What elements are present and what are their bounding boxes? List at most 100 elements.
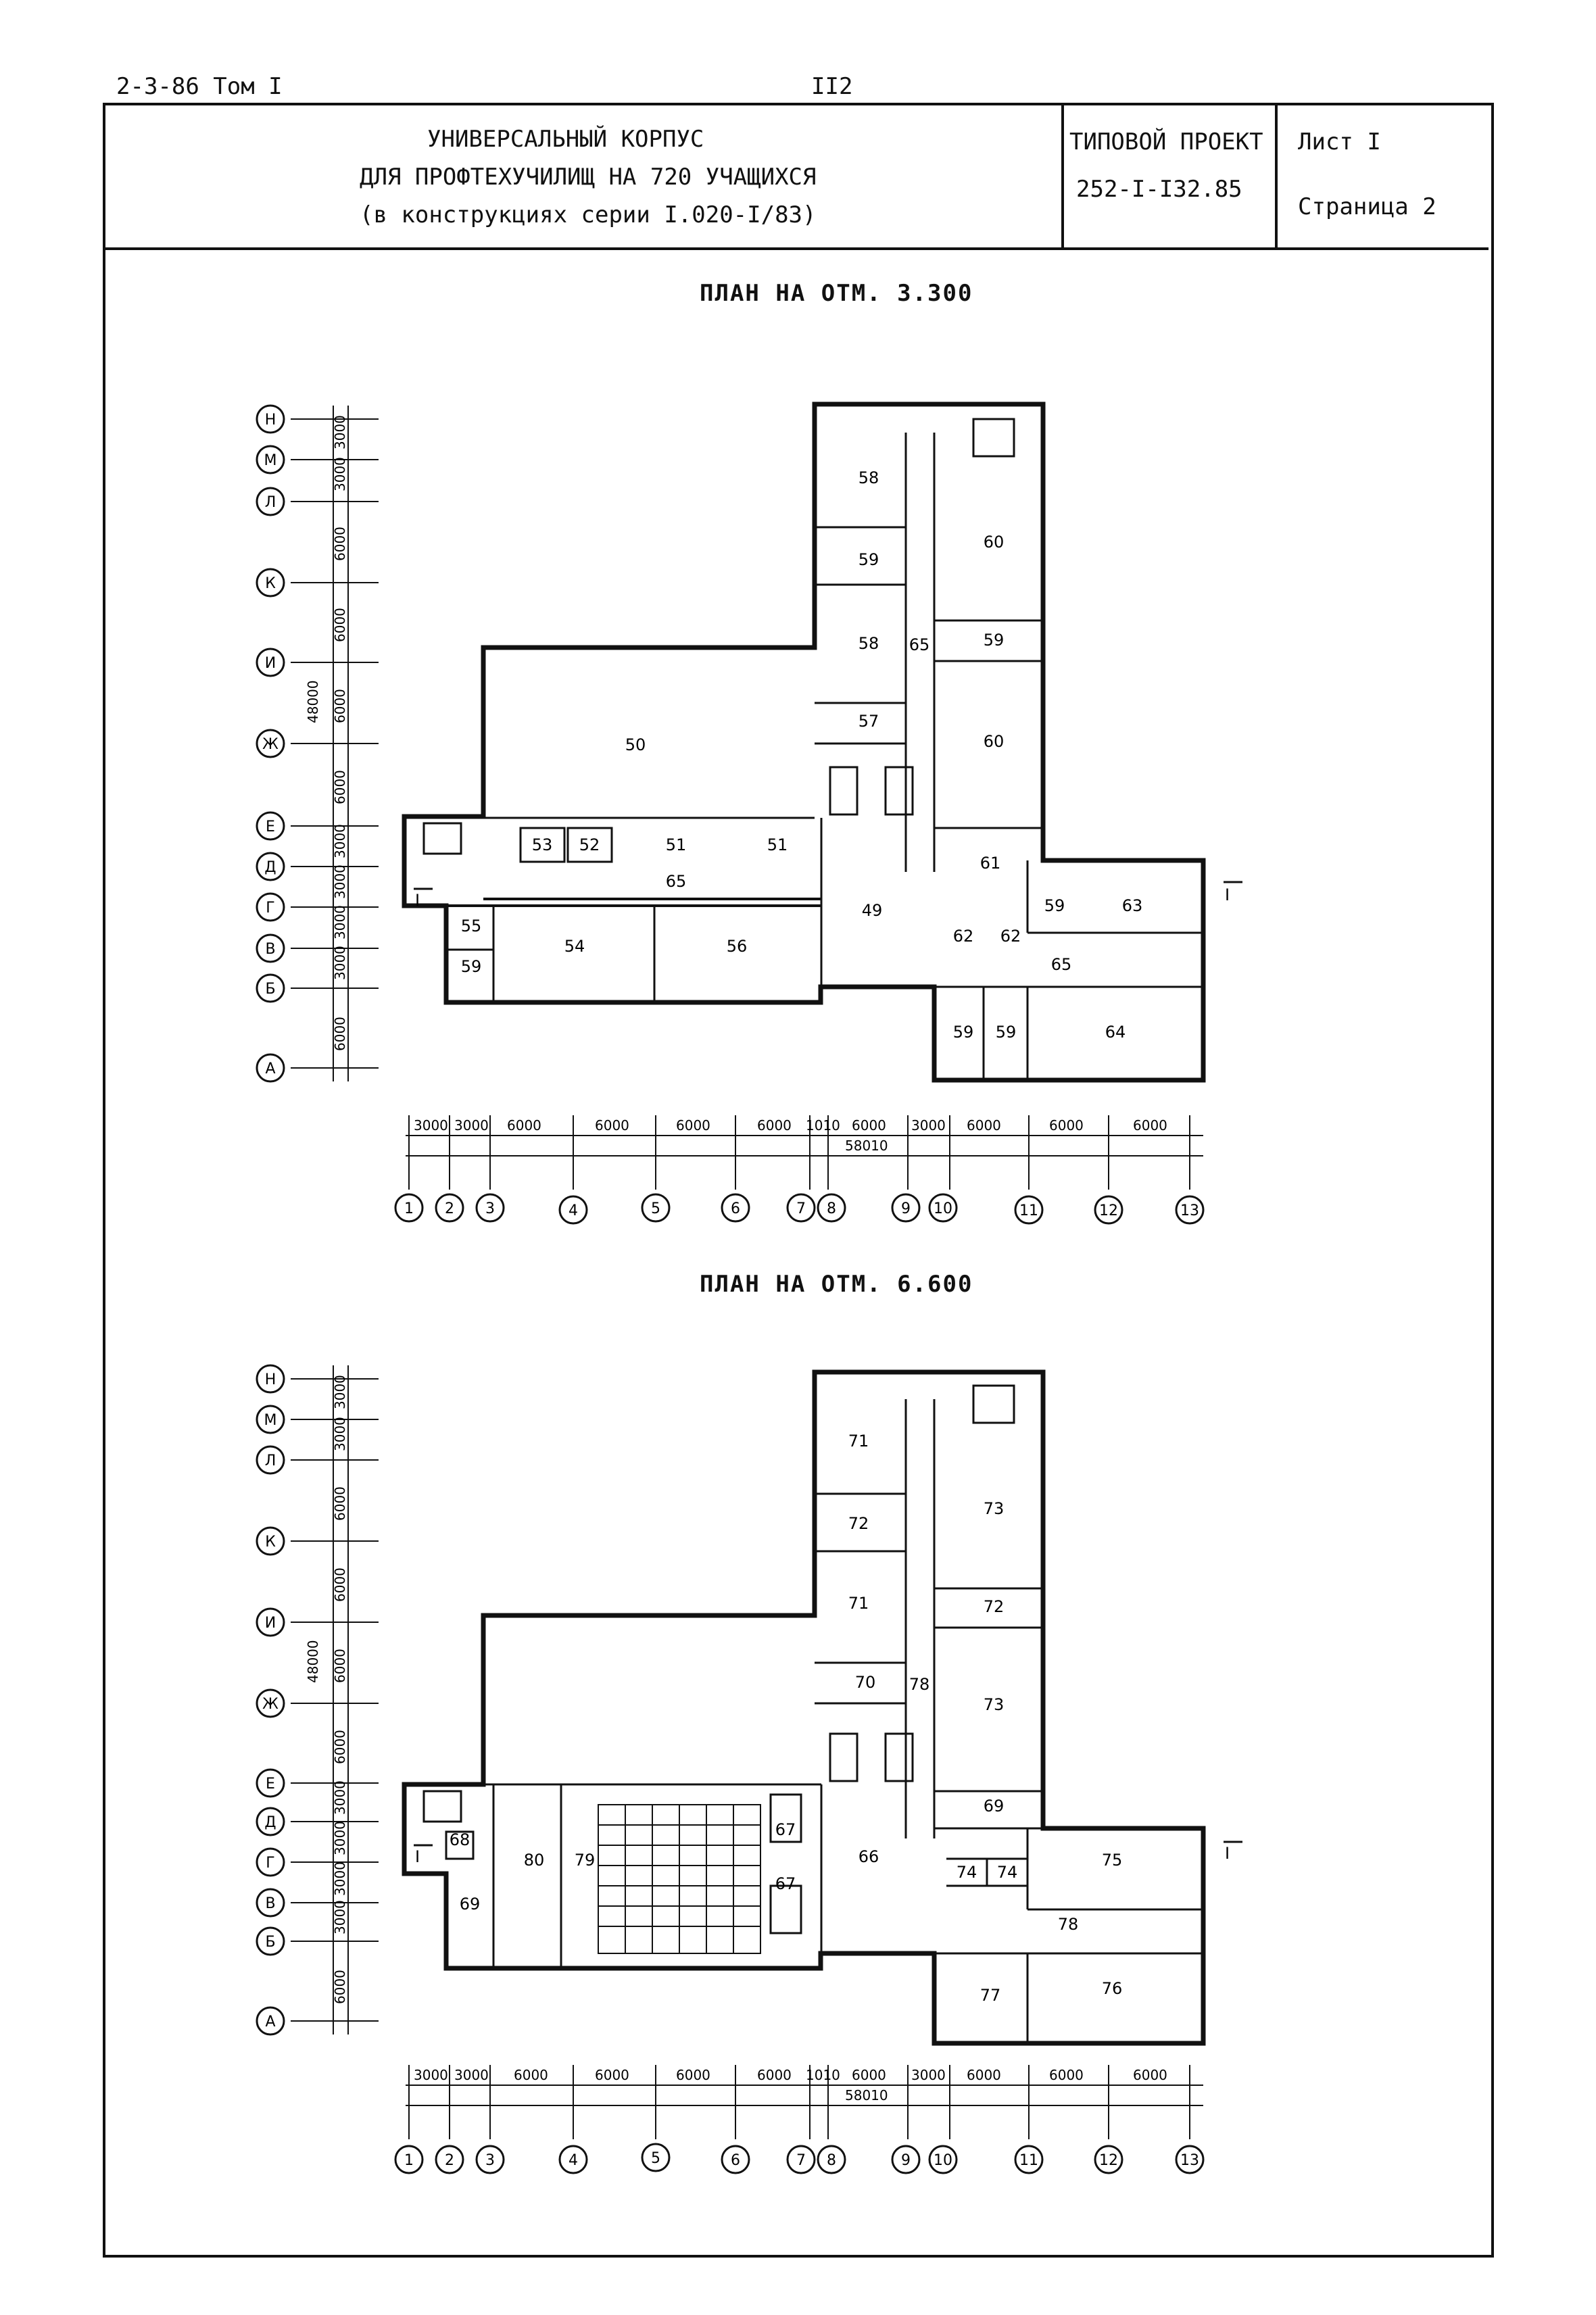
svg-text:Е: Е — [266, 819, 275, 835]
room-number: 74 — [997, 1863, 1018, 1882]
room-number: 69 — [984, 1797, 1005, 1816]
svg-text:6: 6 — [731, 2152, 740, 2169]
svg-text:М: М — [264, 452, 277, 469]
dim-label: 1010 — [806, 1117, 840, 1134]
room-number: 60 — [984, 533, 1005, 552]
dim-label: 3000 — [911, 2067, 946, 2083]
room-number: 67 — [775, 1820, 796, 1839]
total-dim-label: 48000 — [305, 1640, 321, 1683]
svg-text:1: 1 — [404, 2152, 414, 2169]
svg-text:6: 6 — [731, 1200, 740, 1217]
dim-label: 6000 — [332, 527, 348, 561]
title-block-divider — [1275, 103, 1278, 247]
svg-text:Л: Л — [265, 494, 276, 511]
svg-text:В: В — [265, 1895, 275, 1912]
svg-text:Б: Б — [265, 981, 275, 998]
section-mark: I — [1225, 885, 1230, 904]
axis-bubble: 9 — [891, 2145, 921, 2174]
svg-text:А: А — [265, 1061, 275, 1077]
axis-bubble: Б — [256, 1926, 285, 1956]
project-name-line2: ДЛЯ ПРОФТЕХУЧИЛИЩ НА 720 УЧАЩИХСЯ — [360, 164, 817, 191]
total-dim-label: 58010 — [845, 1138, 888, 1154]
axis-bubble: Н — [256, 404, 285, 434]
axis-bubble: 5 — [641, 1193, 671, 1223]
svg-text:8: 8 — [827, 1200, 836, 1217]
svg-text:11: 11 — [1019, 2152, 1038, 2169]
axis-bubble: Ж — [256, 1688, 285, 1718]
dim-label: 6000 — [595, 1117, 629, 1134]
axis-bubble: 8 — [817, 2145, 846, 2174]
svg-text:М: М — [264, 1412, 277, 1429]
dim-label: 3000 — [332, 1861, 348, 1896]
axis-bubble: 4 — [558, 1195, 588, 1225]
svg-text:8: 8 — [827, 2152, 836, 2169]
dim-label: 6000 — [332, 1730, 348, 1764]
room-number: 77 — [980, 1986, 1001, 2005]
room-number: 59 — [996, 1023, 1017, 1042]
svg-text:3: 3 — [485, 1200, 495, 1217]
axis-bubble: Е — [256, 1768, 285, 1798]
plan2-col-axes: 1 2 3 4 5 6 7 8 9 10 11 12 13 — [394, 2143, 1205, 2174]
axis-bubble: Н — [256, 1364, 285, 1394]
svg-text:Е: Е — [266, 1776, 275, 1793]
axis-bubble: 6 — [721, 1193, 750, 1223]
room-number: 49 — [862, 901, 883, 920]
axis-bubble: 7 — [786, 1193, 816, 1223]
dim-label: 6000 — [507, 1117, 541, 1134]
room-number: 65 — [666, 872, 687, 891]
svg-text:И: И — [265, 655, 276, 672]
project-name-line1: УНИВЕРСАЛЬНЫЙ КОРПУС — [427, 126, 704, 153]
axis-bubble: 2 — [435, 1193, 464, 1223]
axis-bubble: В — [256, 1888, 285, 1918]
axis-bubble: 11 — [1014, 2145, 1044, 2174]
axis-bubble: Л — [256, 487, 285, 516]
title-block: УНИВЕРСАЛЬНЫЙ КОРПУС ДЛЯ ПРОФТЕХУЧИЛИЩ Н… — [103, 103, 1489, 250]
svg-text:Б: Б — [265, 1934, 275, 1951]
axis-bubble: 13 — [1175, 2145, 1205, 2174]
project-name-line3: (в конструкциях серии I.020-I/83) — [360, 201, 817, 228]
room-number: 51 — [767, 835, 788, 854]
dim-label: 6000 — [332, 689, 348, 723]
room-number: 71 — [848, 1594, 869, 1613]
room-number: 69 — [460, 1895, 481, 1914]
svg-text:В: В — [265, 941, 275, 958]
plan1-room-labels: 58 60 59 58 65 59 57 60 50 53 52 51 51 6… — [461, 468, 1143, 1042]
room-number: 54 — [564, 937, 585, 956]
room-number: 57 — [859, 712, 879, 731]
room-number: 80 — [524, 1851, 545, 1870]
svg-text:2: 2 — [445, 2152, 454, 2169]
dim-label: 6000 — [676, 1117, 710, 1134]
axis-bubble: 10 — [928, 1193, 958, 1223]
room-number: 52 — [579, 835, 600, 854]
document-code: 2-3-86 Том I — [116, 73, 283, 100]
plan1-row-axes: Н М Л К И Ж Е Д Г В Б А — [256, 404, 285, 1083]
axis-bubble: А — [256, 1053, 285, 1083]
dim-label: 6000 — [332, 1970, 348, 2004]
dim-label: 6000 — [1133, 2067, 1167, 2083]
plan1-row-dims: 3000 3000 6000 6000 6000 6000 3000 3000 … — [305, 415, 348, 1051]
axis-bubble: Д — [256, 1807, 285, 1836]
room-number: 59 — [984, 631, 1005, 650]
total-dim-label: 48000 — [305, 680, 321, 723]
room-number: 53 — [532, 835, 553, 854]
svg-text:10: 10 — [934, 2152, 952, 2169]
svg-text:13: 13 — [1180, 1202, 1199, 1219]
svg-text:13: 13 — [1180, 2152, 1199, 2169]
dim-label: 3000 — [414, 1117, 448, 1134]
plan2-title: ПЛАН НА ОТМ. 6.600 — [700, 1271, 973, 1298]
axis-bubble: Б — [256, 973, 285, 1003]
svg-text:4: 4 — [569, 1202, 578, 1219]
dim-label: 6000 — [967, 1117, 1001, 1134]
svg-text:12: 12 — [1099, 2152, 1118, 2169]
section-mark: I — [415, 891, 420, 910]
axis-bubble: 5 — [641, 2143, 671, 2172]
axis-bubble: 3 — [475, 1193, 505, 1223]
dim-label: 3000 — [332, 864, 348, 899]
room-number: 73 — [984, 1695, 1005, 1714]
axis-bubble: 1 — [394, 2145, 424, 2174]
room-number: 65 — [909, 635, 930, 654]
dim-label: 6000 — [332, 608, 348, 642]
svg-text:5: 5 — [651, 2150, 660, 2167]
axis-bubble: 7 — [786, 2145, 816, 2174]
svg-text:Г: Г — [266, 900, 274, 917]
